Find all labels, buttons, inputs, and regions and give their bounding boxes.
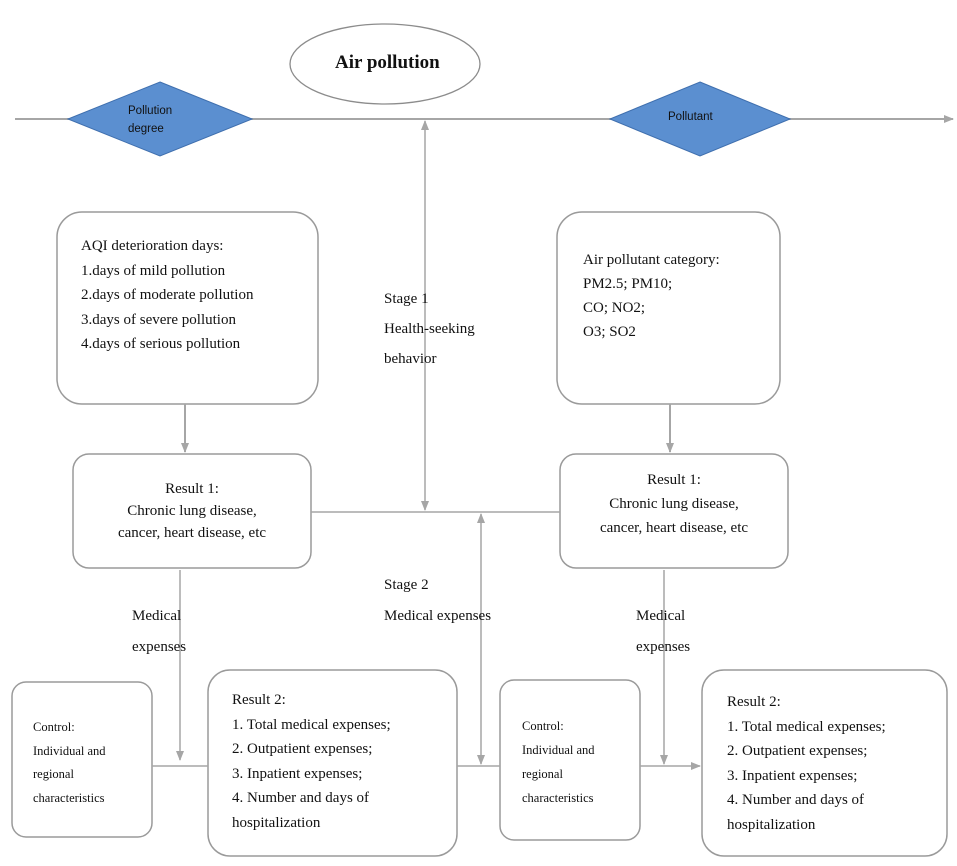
result2-right-text: Result 2: 1. Total medical expenses; 2. … [727,694,886,833]
result1-right-text: Result 1: Chronic lung disease, cancer, … [599,472,749,536]
pollutant-item: CO; NO2; [583,300,646,316]
pollutant-diamond [608,81,792,157]
control-right-text: Control: Individual and regional charact… [522,719,595,805]
aqi-item: 4.days of serious pollution [81,336,241,352]
medical-expenses-left: Medical expenses [132,608,187,655]
pollutant-box-text: Air pollutant category: PM2.5; PM10; CO;… [583,248,720,344]
aqi-heading: AQI deterioration days: [81,238,224,254]
result1-right-shape [559,453,789,569]
aqi-item: 3.days of severe pollution [81,311,236,328]
control-left-text: Control: Individual and regional charact… [33,720,106,805]
pollution-degree-diamond [66,81,254,157]
air-pollution-ellipse [289,23,481,105]
result2-right-shape [701,669,948,857]
control-left-shape [11,681,153,838]
medical-expenses-right: Medical expenses [636,608,691,655]
pollution-degree-label: Pollution degree [128,105,173,135]
pollutant-box-shape [556,211,781,405]
air-pollution-title: Air pollution [335,52,440,73]
aqi-box-shape [56,211,319,405]
result1-left-shape [72,453,312,569]
pollutant-item: O3; SO2 [583,324,636,340]
aqi-item: 1.days of mild pollution [81,262,226,279]
aqi-box-text: AQI deterioration days: 1.days of mild p… [81,234,253,357]
result2-left-shape [207,669,458,857]
result1-left-text: Result 1: Chronic lung disease, cancer, … [117,481,267,541]
control-right-shape [499,679,641,841]
result2-left-text: Result 2: 1. Total medical expenses; 2. … [232,692,391,831]
pollutant-item: PM2.5; PM10; [583,276,673,292]
stage1-label: Stage 1 Health-seeking behavior [384,291,475,367]
pollutant-label: Pollutant [668,111,713,123]
aqi-item: 2.days of moderate pollution [81,287,254,303]
pollutant-heading: Air pollutant category: [583,252,720,268]
stage2-label: Stage 2 Medical expenses [384,577,492,624]
